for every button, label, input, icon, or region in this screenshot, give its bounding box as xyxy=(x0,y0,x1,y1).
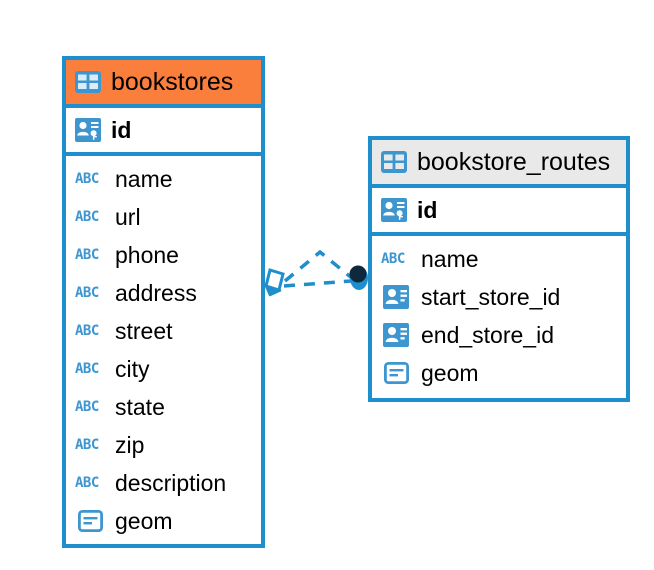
foreign-key-icon xyxy=(381,323,411,347)
attribute-label: end_store_id xyxy=(421,321,554,348)
abc-icon: ABC xyxy=(75,475,99,491)
attribute-row[interactable]: geom xyxy=(66,502,261,540)
attribute-row[interactable]: ABC phone xyxy=(66,236,261,274)
attribute-row[interactable]: end_store_id xyxy=(372,316,626,354)
attribute-label: city xyxy=(115,355,150,382)
geometry-icon xyxy=(381,362,411,384)
attribute-row[interactable]: ABC city xyxy=(66,350,261,388)
entity-title-bookstore-routes: bookstore_routes xyxy=(417,147,611,176)
entity-table-bookstore-routes[interactable]: bookstore_routes id ABC name xyxy=(368,136,630,402)
attribute-label: description xyxy=(115,469,227,496)
attribute-label: geom xyxy=(115,507,173,534)
attribute-label: name xyxy=(421,245,479,272)
abc-icon: ABC xyxy=(75,285,99,301)
relationship-dot-endpoint-icon xyxy=(349,265,368,290)
geometry-icon xyxy=(75,510,105,532)
attribute-label: name xyxy=(115,165,173,192)
attribute-label: phone xyxy=(115,241,179,268)
attribute-row[interactable]: ABC name xyxy=(66,160,261,198)
relationship-line-straight xyxy=(283,279,352,288)
abc-icon: ABC xyxy=(75,437,99,453)
primary-key-row-bookstores[interactable]: id xyxy=(66,108,261,156)
attribute-row[interactable]: ABC name xyxy=(372,240,626,278)
abc-icon: ABC xyxy=(75,361,99,377)
table-icon xyxy=(75,71,101,93)
attribute-row[interactable]: ABC address xyxy=(66,274,261,312)
attribute-row[interactable]: ABC url xyxy=(66,198,261,236)
relationship-diamond-endpoint-icon xyxy=(264,268,285,297)
attribute-row[interactable]: ABC description xyxy=(66,464,261,502)
abc-icon: ABC xyxy=(75,171,99,187)
attribute-list-bookstore-routes: ABC name start_store_id xyxy=(372,236,626,392)
entity-table-bookstores[interactable]: bookstores id ABC name ABC url xyxy=(62,56,265,548)
abc-icon: ABC xyxy=(75,323,99,339)
attribute-label: url xyxy=(115,203,141,230)
entity-header-bookstores[interactable]: bookstores xyxy=(66,60,261,108)
attribute-row[interactable]: ABC state xyxy=(66,388,261,426)
primary-key-label-bookstore-routes: id xyxy=(417,196,438,223)
attribute-row[interactable]: geom xyxy=(372,354,626,392)
primary-key-icon xyxy=(381,198,407,222)
attribute-row[interactable]: start_store_id xyxy=(372,278,626,316)
table-icon xyxy=(381,151,407,173)
primary-key-row-bookstore-routes[interactable]: id xyxy=(372,188,626,236)
attribute-row[interactable]: ABC street xyxy=(66,312,261,350)
attribute-label: address xyxy=(115,279,197,306)
foreign-key-icon xyxy=(381,285,411,309)
attribute-label: geom xyxy=(421,359,479,386)
abc-icon: ABC xyxy=(75,209,99,225)
abc-icon: ABC xyxy=(75,247,99,263)
primary-key-label-bookstores: id xyxy=(111,116,132,143)
abc-icon: ABC xyxy=(381,251,405,267)
entity-title-bookstores: bookstores xyxy=(111,67,234,96)
relationship-line-arc xyxy=(283,249,355,283)
entity-header-bookstore-routes[interactable]: bookstore_routes xyxy=(372,140,626,188)
attribute-label: start_store_id xyxy=(421,283,561,310)
attribute-row[interactable]: ABC zip xyxy=(66,426,261,464)
abc-icon: ABC xyxy=(75,399,99,415)
attribute-list-bookstores: ABC name ABC url ABC phone ABC address A… xyxy=(66,156,261,540)
attribute-label: zip xyxy=(115,431,145,458)
attribute-label: street xyxy=(115,317,173,344)
attribute-label: state xyxy=(115,393,165,420)
primary-key-icon xyxy=(75,118,101,142)
